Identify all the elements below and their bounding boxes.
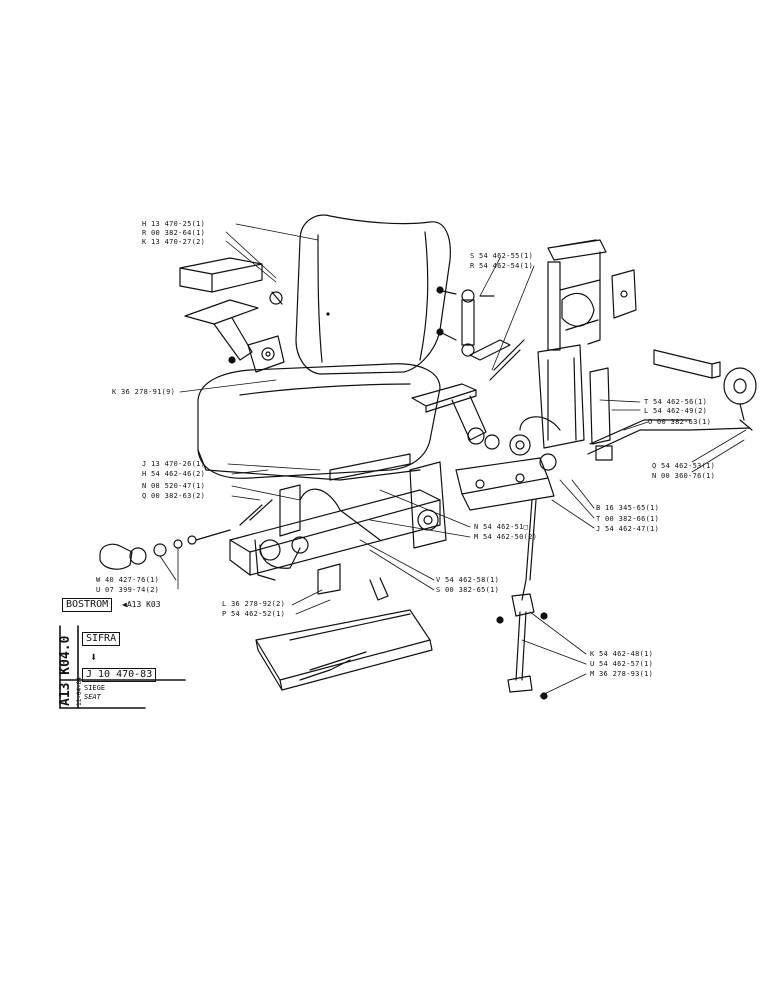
shock-absorber bbox=[436, 286, 525, 381]
part-label: V 54 462-58(1) bbox=[436, 576, 500, 584]
part-label: K 36 278-91(9) bbox=[112, 388, 176, 396]
part-label: K 13 470-27(2) bbox=[142, 238, 206, 246]
part-label: J 54 462-47(1) bbox=[596, 525, 660, 533]
tilt-mechanism bbox=[455, 457, 555, 601]
part-label: H 13 470-25(1) bbox=[142, 220, 206, 228]
lower-linkage bbox=[496, 593, 548, 700]
part-label: M 36 278-93(1) bbox=[590, 670, 654, 678]
bostrom-box: BOSTROM bbox=[62, 598, 113, 612]
part-label: T 00 382-66(1) bbox=[596, 515, 660, 523]
part-label: S 54 462-55(1) bbox=[470, 252, 534, 260]
part-label: T 54 462-56(1) bbox=[644, 398, 708, 406]
part-label: P 54 462-52(1) bbox=[222, 610, 286, 618]
lumbar-knob bbox=[587, 349, 757, 461]
part-label: H 54 462-46(2) bbox=[142, 470, 206, 478]
bostrom-ref: ◀A13 K03 bbox=[122, 600, 161, 609]
part-label: W 40 427-76(1) bbox=[96, 576, 160, 584]
part-label: L 54 462-49(2) bbox=[644, 407, 708, 415]
part-label: U 07 399-74(2) bbox=[96, 586, 160, 594]
drawing-date: 11-04-84 bbox=[76, 677, 83, 706]
part-label: N 00 360-76(1) bbox=[652, 472, 716, 480]
part-label: O 00 382-63(1) bbox=[648, 418, 712, 426]
part-label: S 00 382-65(1) bbox=[436, 586, 500, 594]
part-label: N 54 462-51□ bbox=[474, 523, 529, 531]
sifra-box: SIFRA bbox=[82, 632, 121, 646]
part-label: Q 54 462-53(1) bbox=[652, 462, 716, 470]
part-number-box: J 10 470-83 bbox=[82, 668, 157, 682]
part-label: L 36 278-92(2) bbox=[222, 600, 286, 608]
part-label: K 54 462-48(1) bbox=[590, 650, 654, 658]
down-arrow-icon: ⬇ bbox=[90, 650, 98, 664]
backrest-slide-rail bbox=[484, 344, 611, 471]
part-label: N 08 520-47(1) bbox=[142, 482, 206, 490]
left-armrest bbox=[179, 257, 285, 373]
part-label: U 54 462-57(1) bbox=[590, 660, 654, 668]
mounting-plate bbox=[255, 609, 433, 691]
part-label: M 54 462-50(2) bbox=[474, 533, 538, 541]
part-label: R 54 462-54(1) bbox=[470, 262, 534, 270]
right-armrest bbox=[411, 383, 487, 445]
part-label: R 00 382-64(1) bbox=[142, 229, 206, 237]
seat-back-cushion bbox=[295, 214, 451, 375]
leader-lines bbox=[159, 223, 747, 697]
part-name-en: SEAT bbox=[84, 693, 101, 701]
backrest-frame bbox=[547, 239, 637, 351]
part-name-fr: SIEGE bbox=[84, 684, 106, 692]
seat-cushion bbox=[197, 363, 441, 481]
part-label: B 16 345-65(1) bbox=[596, 504, 660, 512]
seat-base-frame bbox=[229, 453, 447, 601]
part-label: Q 00 382-63(2) bbox=[142, 492, 206, 500]
part-label: J 13 470-26(1) bbox=[142, 460, 206, 468]
section-number: A13 K04.0 bbox=[58, 635, 73, 706]
title-block-rules bbox=[59, 625, 186, 709]
